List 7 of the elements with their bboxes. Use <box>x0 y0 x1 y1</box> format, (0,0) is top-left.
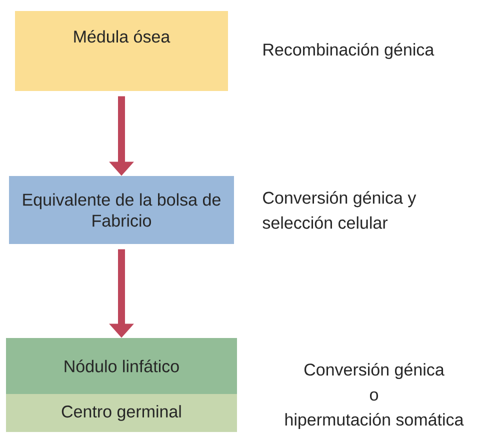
box: Nódulo linfático <box>6 338 237 394</box>
box: Equivalente de la bolsa de Fabricio <box>9 176 234 244</box>
side-note: Conversión génica o hipermutación somática <box>285 362 464 430</box>
box: Centro germinal <box>6 394 237 432</box>
side-note: Recombinación génica <box>264 42 434 60</box>
side-note: Conversión génica y selección celular <box>262 191 416 229</box>
box: Médula ósea <box>15 11 228 91</box>
